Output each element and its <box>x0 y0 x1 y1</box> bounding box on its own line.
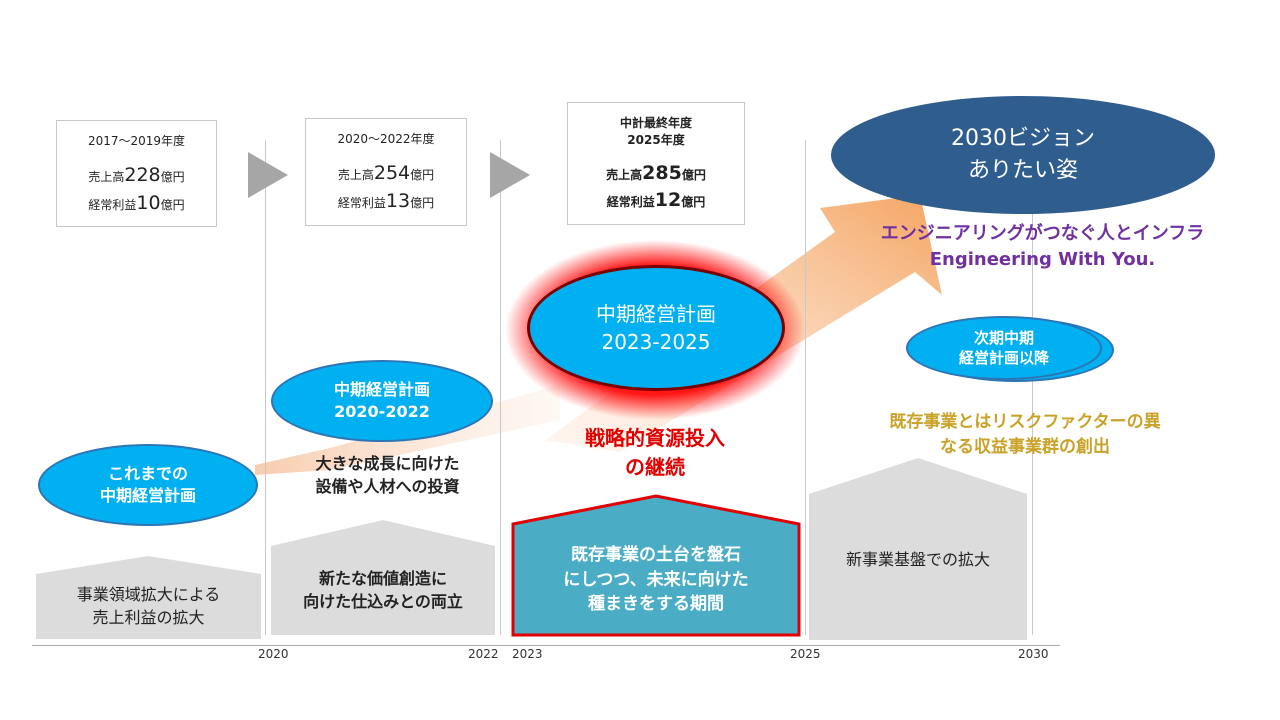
foundation-line: にしつつ、未来に向けた <box>563 569 749 590</box>
year-label-2025: 2025 <box>790 647 821 661</box>
ellipse-past-plans: これまでの 中期経営計画 <box>38 444 258 526</box>
progress-triangle-2 <box>490 152 530 198</box>
caption-strategic-investment: 戦略的資源投入 の継続 <box>585 426 725 479</box>
foundation-house-2020: 新たな価値創造に 向けた仕込みとの両立 <box>271 520 495 635</box>
period-box-2020-2022: 2020～2022年度 売上高254億円 経常利益13億円 <box>305 118 467 226</box>
foundation-line: 売上利益の拡大 <box>92 607 205 627</box>
progress-triangle-1 <box>248 152 288 198</box>
timeline-line-2025 <box>805 140 806 635</box>
timeline-line-2020 <box>265 140 266 635</box>
period-title: 2017～2019年度 <box>87 134 186 148</box>
caption-investment: 大きな成長に向けた 設備や人材への投資 <box>315 454 460 497</box>
foundation-house-2023: 既存事業の土台を盤石 にしつつ、未来に向けた 種まきをする期間 <box>511 494 801 637</box>
caption-vision-slogan: エンジニアリングがつなぐ人とインフラ Engineering With You. <box>880 223 1205 271</box>
period-title-line2: 2025年度 <box>627 133 685 148</box>
year-label-2020: 2020 <box>258 647 289 661</box>
foundation-house-future: 新事業基盤での拡大 <box>809 458 1027 640</box>
timeline-line-2022 <box>500 140 501 635</box>
ellipse-plan-2023-2025: 中期経営計画 2023-2025 <box>527 265 785 391</box>
ellipse-vision-2030: 2030ビジョン ありたい姿 <box>831 96 1215 214</box>
sales-row: 売上高254億円 <box>337 162 435 185</box>
profit-row: 経常利益13億円 <box>337 189 435 212</box>
ellipse-plan-2020-2022: 中期経営計画 2020-2022 <box>271 360 493 442</box>
foundation-line: 種まきをする期間 <box>588 594 724 615</box>
period-box-2017-2019: 2017～2019年度 売上高228億円 経常利益10億円 <box>56 120 217 227</box>
ellipse-next-plan: 次期中期 経営計画以降 <box>906 316 1102 380</box>
sales-row: 売上高228億円 <box>88 164 185 187</box>
foundation-line: 新たな価値創造に <box>318 568 447 588</box>
foundation-line: 新事業基盤での拡大 <box>845 550 990 569</box>
sales-row: 売上高285億円 <box>606 161 706 184</box>
period-title: 2020～2022年度 <box>337 132 435 146</box>
timeline-axis <box>32 645 1060 646</box>
year-label-2023: 2023 <box>512 647 543 661</box>
profit-row: 経常利益10億円 <box>88 191 185 214</box>
period-title-line1: 中計最終年度 <box>619 116 692 130</box>
year-label-2022: 2022 <box>468 647 499 661</box>
foundation-line: 向けた仕込みとの両立 <box>303 591 463 611</box>
profit-row: 経常利益12億円 <box>606 189 706 212</box>
timeline-line-2030 <box>1032 140 1033 635</box>
period-box-2025: 中計最終年度 2025年度 売上高285億円 経常利益12億円 <box>567 102 745 225</box>
foundation-line: 既存事業の土台を盤石 <box>571 545 741 566</box>
caption-next-business: 既存事業とはリスクファクターの異 なる収益事業群の創出 <box>889 412 1161 457</box>
foundation-line: 事業領域拡大による <box>76 584 221 604</box>
foundation-house-past: 事業領域拡大による 売上利益の拡大 <box>36 556 261 639</box>
year-label-2030: 2030 <box>1018 647 1049 661</box>
